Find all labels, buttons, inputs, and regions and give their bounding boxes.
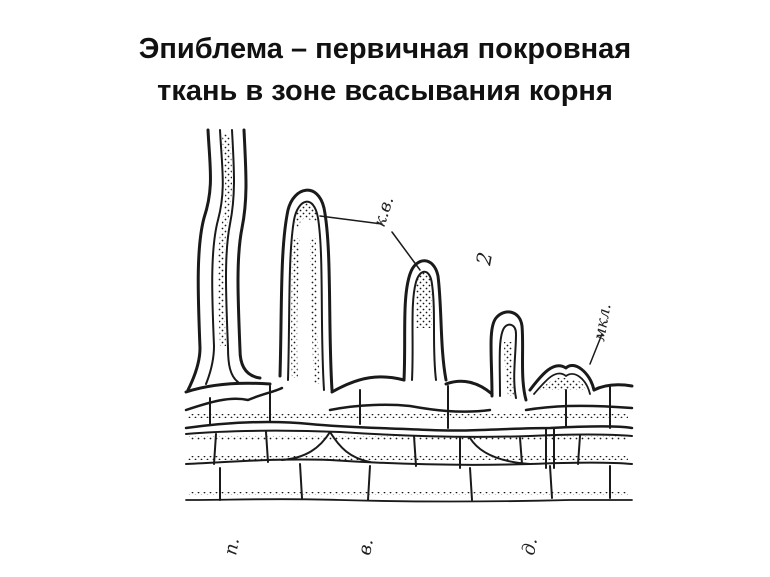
label-mkl: мкл. [589, 302, 614, 343]
label-bottom-d: д. [518, 536, 542, 557]
label-bottom-p: п. [220, 536, 244, 557]
leader-lines [319, 215, 603, 365]
slide-title: Эпиблема – первичная покровная ткань в з… [40, 28, 730, 112]
inner-cell-row [185, 427, 633, 503]
label-number: 2 [471, 250, 497, 268]
title-line-1: Эпиблема – первичная покровная [138, 33, 632, 65]
cell-dots [188, 414, 628, 495]
root-hair-tall [278, 188, 334, 392]
root-hair-bulge [528, 364, 596, 395]
title-line-2: ткань в зоне всасывания корня [157, 75, 613, 107]
root-hair-medium [402, 259, 448, 382]
diagram-svg: к.в. 2 мкл. п. в. д. [184, 128, 634, 557]
epidermal-outer-row [184, 375, 634, 432]
label-root-hairs: к.в. [370, 194, 399, 230]
label-bottom-v: в. [354, 537, 377, 557]
epiblema-diagram: к.в. 2 мкл. п. в. д. [170, 128, 640, 568]
root-hair-left [186, 128, 262, 392]
root-hair-short [489, 310, 528, 402]
